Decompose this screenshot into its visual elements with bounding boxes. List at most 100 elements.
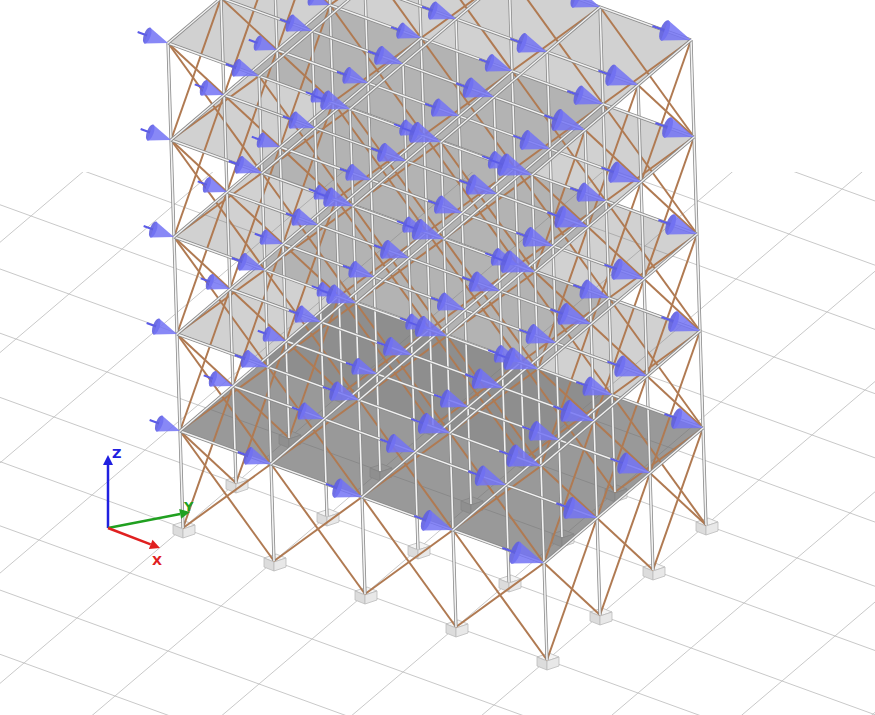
grid-line [0,172,875,715]
grid-line [0,172,875,715]
beam [174,102,333,237]
beam [330,5,694,137]
beam [277,50,641,182]
load-cone [309,0,330,5]
beam [453,395,612,530]
grid-line [0,172,875,715]
load-cone [436,196,463,214]
axis-arrowhead [103,455,113,465]
load-cone [264,327,286,342]
brace [233,386,289,438]
load-cone [255,36,277,51]
grid-line [0,172,875,715]
grid-line [0,378,875,715]
beam [180,431,544,563]
brace [450,433,544,563]
grid-line [0,172,875,715]
axis-arrowhead [149,540,160,549]
grid-line [0,172,875,715]
load-cone [565,497,597,518]
brace [259,76,353,206]
beam [168,43,532,175]
load-cone [553,109,585,130]
load-cone [347,164,371,180]
grid-line [0,558,875,715]
grid-line [0,172,875,715]
brace [180,431,236,483]
grid-line [0,172,875,715]
brace [224,95,280,147]
footing-side [600,612,612,625]
column [638,85,653,570]
grid-line [0,172,875,715]
grid-line [0,172,875,715]
beam [174,102,333,237]
brace [350,109,444,239]
grid-line [0,172,875,715]
beam [447,201,606,336]
beam [174,237,538,369]
beam [274,0,638,85]
load-cone [610,162,641,183]
beam [327,0,691,40]
beam [280,147,644,279]
beam [180,431,544,563]
beam [532,40,691,175]
footing-side [706,522,718,535]
beam [280,147,644,279]
beam [259,0,418,76]
brace [177,334,233,386]
load-cone [420,413,450,434]
grid-line [0,172,875,715]
grid-line [0,172,875,715]
beam [330,5,694,137]
grid-line [0,172,875,715]
load-cone [144,28,168,44]
load-cone [439,293,466,311]
load-cone [530,421,559,440]
load-cone [613,259,644,280]
grid-line [0,172,875,715]
beam [268,232,427,367]
load-cone [388,434,415,452]
beam [177,199,336,334]
beam [171,5,330,140]
grid-line [0,172,875,715]
axis-line [108,528,151,544]
footing-side [547,657,559,670]
load-cone [258,133,280,148]
load-cone [468,175,498,195]
beam [177,334,541,466]
load-cone [508,445,541,467]
beam [283,244,647,376]
grid-line [0,172,875,715]
grid-line [0,172,875,715]
load-cone [385,337,412,355]
beam [359,265,518,400]
beam [544,428,703,563]
beam [168,43,532,175]
axis-line [107,465,110,528]
load-cone [147,125,171,141]
grid-line [0,172,875,715]
column [585,130,600,615]
beam [174,237,538,369]
load-cone [150,222,174,238]
load-cone [667,214,697,234]
grid-line [0,172,875,715]
column [168,43,183,528]
load-cone [607,65,638,86]
grid-line [0,172,875,715]
beam [227,192,591,324]
beam [353,71,512,206]
load-cone [575,86,603,105]
beam [259,0,418,76]
brace [424,135,518,265]
load-cone [619,453,650,474]
brace [333,102,427,232]
load-cone [502,251,535,273]
grid-line [0,172,875,715]
load-cone [477,466,507,486]
